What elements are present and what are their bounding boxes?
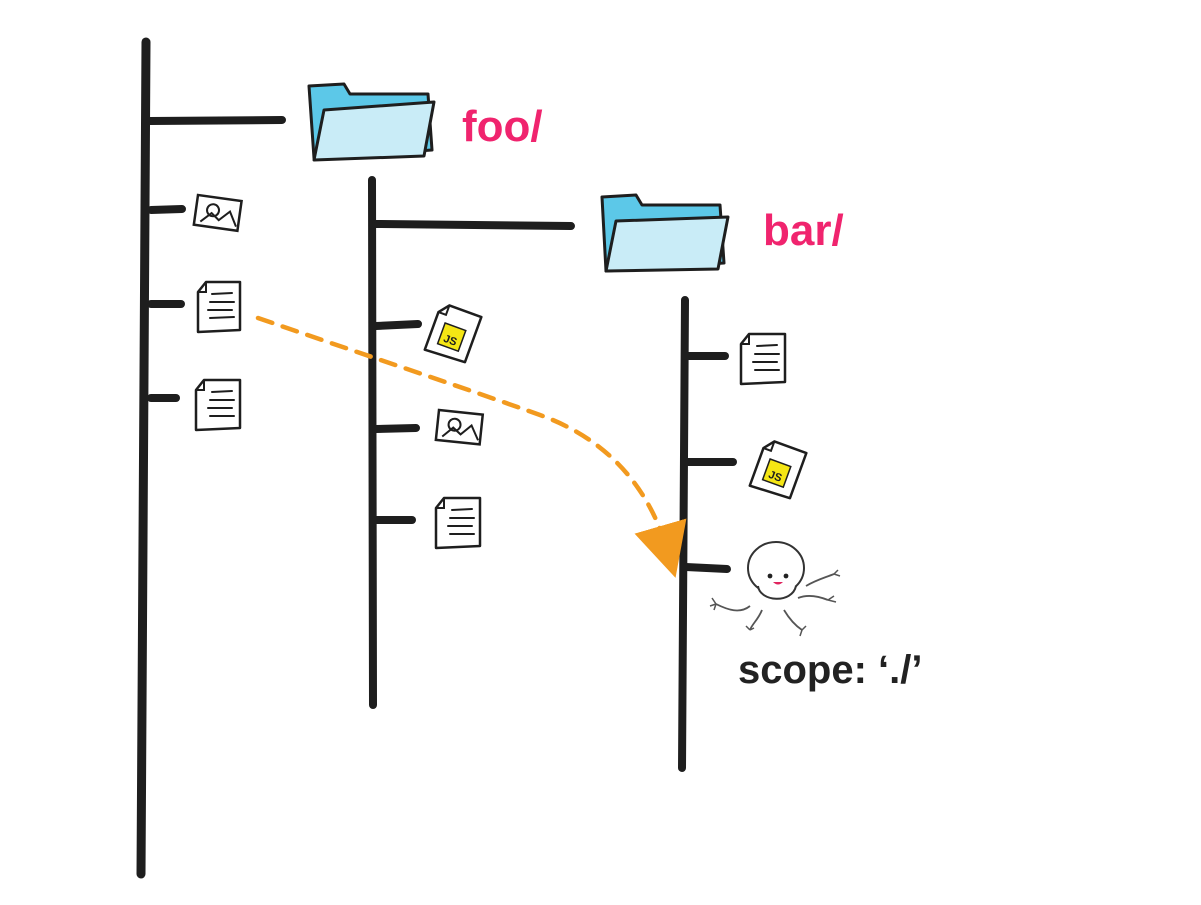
octopus-mascot-icon [709, 541, 841, 637]
folder-icon [600, 193, 730, 273]
js-badge-text: JS [767, 469, 784, 485]
foo-branch-image [372, 424, 420, 433]
bar-trunk-line [678, 296, 689, 772]
root-branch-folder [146, 116, 286, 125]
folder-label-bar: bar/ [763, 206, 844, 255]
root-trunk-line [136, 37, 151, 879]
scope-arrow [255, 315, 687, 578]
foo-branch-js [372, 320, 422, 330]
js-file-icon: JS [748, 440, 808, 500]
folder-icon [307, 82, 436, 162]
bar-branch-mascot [682, 563, 731, 573]
scope-label: scope: ‘./’ [738, 648, 923, 692]
folder-label-foo: foo/ [462, 102, 543, 151]
root-tree [136, 37, 286, 879]
text-file-icon [739, 332, 787, 386]
js-file-icon: JS [423, 304, 483, 364]
image-file-icon [192, 193, 243, 233]
foo-tree [368, 176, 575, 709]
foo-trunk-line [368, 176, 377, 709]
text-file-icon [194, 378, 242, 432]
text-file-icon [196, 280, 242, 334]
image-file-icon [434, 408, 485, 446]
bar-tree [678, 296, 737, 772]
js-badge-text: JS [442, 333, 459, 349]
foo-branch-folder [372, 220, 575, 230]
root-branch-image [147, 205, 186, 214]
text-file-icon [434, 496, 482, 550]
